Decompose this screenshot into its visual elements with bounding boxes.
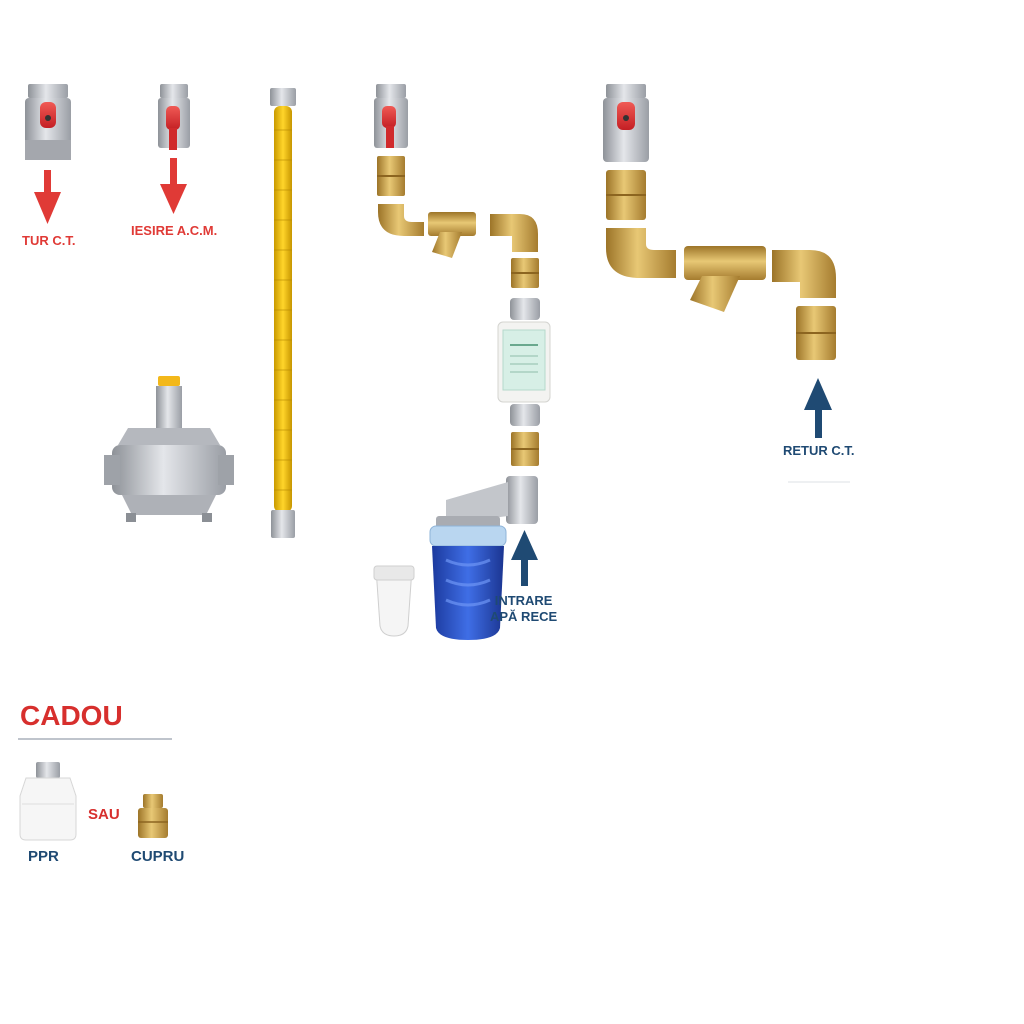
brass-nipple-icon [511,432,539,466]
label-intrare-apa-rece: INTRARE APĂ RECE [490,593,557,625]
brass-elbow-icon [378,204,424,236]
label-iesire-acm: IESIRE A.C.M. [131,223,218,238]
label-tur-ct: TUR C.T. [22,233,76,248]
ball-valve-icon [25,84,71,160]
arrow-up-icon [511,530,538,586]
gift-option-ppr: PPR [28,848,59,865]
union-fitting-icon [510,298,540,320]
gift-title: CADOU [20,700,123,731]
union-fitting-icon [510,404,540,426]
ball-valve-icon [603,84,649,162]
pressure-regulator-icon [104,376,234,522]
y-strainer-icon [428,212,476,258]
label-retur-ct: RETUR C.T. [783,443,855,458]
label-intrare-line1: INTRARE [494,593,553,608]
copper-fitting-icon [138,794,168,838]
brass-nipple-icon [606,170,646,220]
gift-divider [18,738,172,740]
arrow-down-icon [160,158,187,214]
magnetic-filter-icon [497,321,551,403]
ball-valve-icon [374,84,408,148]
ball-valve-icon [158,84,190,150]
label-intrare-line2: APĂ RECE [490,609,558,624]
brass-elbow-icon [772,250,836,298]
dosing-filter-icon [429,476,538,640]
brass-elbow-icon [606,228,676,278]
arrow-up-icon [804,378,832,438]
brass-nipple-icon [377,156,405,196]
brass-elbow-icon [490,214,538,252]
flexible-hose-icon [270,88,296,538]
gift-option-cupru: CUPRU [131,848,185,865]
gift-or: SAU [88,806,120,823]
arrow-down-icon [34,170,61,224]
ppr-fitting-icon [19,762,77,841]
brass-nipple-icon [796,306,836,360]
refill-cup-icon [373,565,415,637]
brass-nipple-icon [511,258,539,288]
y-strainer-icon [684,246,766,312]
